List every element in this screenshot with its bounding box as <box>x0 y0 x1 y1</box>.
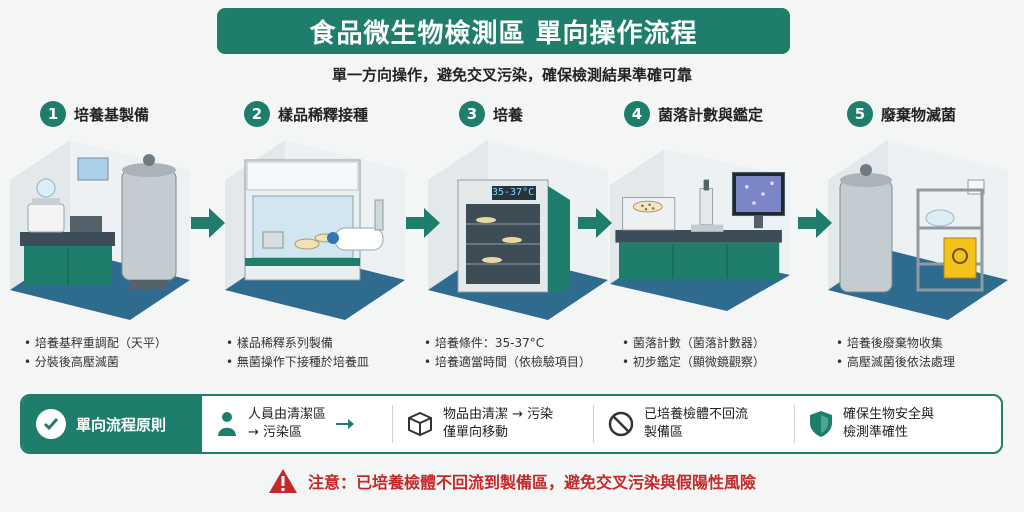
principle-item-materials: 物品由清潔 → 污染 僅單向移動 <box>393 404 593 444</box>
page-title: 食品微生物檢測區 單向操作流程 <box>309 18 698 49</box>
step-2-scene <box>225 140 405 320</box>
box-icon <box>408 411 432 437</box>
principle-label: 單向流程原則 <box>76 415 167 434</box>
bullet-item: 培養後廢棄物收集 <box>836 334 955 353</box>
step-1-scene <box>10 140 190 320</box>
warning-icon <box>268 469 297 493</box>
bullet-item: 菌落計數（菌落計數器） <box>622 334 765 353</box>
principle-item-line: 僅單向移動 <box>443 425 509 440</box>
subtitle: 單一方向操作，避免交叉污染，確保檢測結果準確可靠 <box>331 66 692 84</box>
step-1-number: 1 <box>40 101 66 127</box>
check-icon <box>36 409 66 439</box>
step-3-number: 3 <box>459 101 485 127</box>
step-4-bullets: 菌落計數（菌落計數器） 初步鑑定（顯微鏡觀察） <box>622 334 765 372</box>
principle-item-personnel: 人員由清潔區 → 污染區 <box>202 404 392 444</box>
principle-item-line: 已培養檢體不回流 <box>644 407 749 422</box>
principle-item-line: → 污染區 <box>248 425 303 440</box>
step-2-bullets: 樣品稀釋系列製備 無菌操作下接種於培養皿 <box>226 334 369 372</box>
step-4-header: 4 菌落計數與鑑定 <box>624 100 763 128</box>
step-4-title: 菌落計數與鑑定 <box>658 105 764 124</box>
divider <box>392 405 393 443</box>
principle-item-line: 確保生物安全與 <box>843 407 935 422</box>
warning-text: 注意：已培養檢體不回流到製備區，避免交叉污染與假陽性風險 <box>307 473 756 492</box>
principle-item-line: 檢測準確性 <box>843 425 909 440</box>
incubator-display: 35-37°C <box>492 187 535 198</box>
step-2-header: 2 樣品稀釋接種 <box>244 100 368 128</box>
bullet-item: 高壓滅菌後依法處理 <box>836 353 955 372</box>
divider <box>593 405 594 443</box>
step-1-title: 培養基製備 <box>74 105 150 124</box>
principle-item-line: 人員由清潔區 <box>248 407 327 422</box>
step-4-scene <box>610 149 790 311</box>
principle-label-box: 單向流程原則 <box>22 396 202 452</box>
person-icon <box>218 412 236 436</box>
principle-item-biosafety: 確保生物安全與 檢測準確性 <box>795 404 985 444</box>
principle-item-no-return: 已培養檢體不回流 製備區 <box>594 404 794 444</box>
step-3-title: 培養 <box>493 105 524 124</box>
bullet-item: 分裝後高壓滅菌 <box>24 353 167 372</box>
step-1-header: 1 培養基製備 <box>40 100 149 128</box>
step-5-header: 5 廢棄物滅菌 <box>847 100 956 128</box>
step-3-scene <box>428 140 608 320</box>
step-2-number: 2 <box>244 101 270 127</box>
principle-item-line: 製備區 <box>644 425 684 440</box>
bullet-item: 培養基秤重調配（天平） <box>24 334 167 353</box>
bullet-item: 培養適當時間（依檢驗項目） <box>424 353 591 372</box>
step-5-scene <box>828 140 1008 320</box>
warning-banner: 注意：已培養檢體不回流到製備區，避免交叉污染與假陽性風險 <box>0 468 1024 494</box>
principle-bar: 單向流程原則 人員由清潔區 → 污染區 物品由清潔 → 污染 僅單向移動 已培養… <box>20 394 1003 454</box>
divider <box>794 405 795 443</box>
bullet-item: 樣品稀釋系列製備 <box>226 334 369 353</box>
step-5-title: 廢棄物滅菌 <box>881 105 957 124</box>
step-5-bullets: 培養後廢棄物收集 高壓滅菌後依法處理 <box>836 334 955 372</box>
bullet-item: 培養條件：35-37°C <box>424 334 591 353</box>
arrow-right-icon <box>191 208 225 238</box>
step-1-bullets: 培養基秤重調配（天平） 分裝後高壓滅菌 <box>24 334 167 372</box>
arrow-right-icon <box>406 208 440 238</box>
arrow-right-icon <box>578 208 612 238</box>
step-3-header: 3 培養 <box>459 100 523 128</box>
arrow-right-icon <box>798 208 832 238</box>
step-5-number: 5 <box>847 101 873 127</box>
bullet-item: 無菌操作下接種於培養皿 <box>226 353 369 372</box>
arrow-right-icon <box>336 419 355 429</box>
bullet-item: 初步鑑定（顯微鏡觀察） <box>622 353 765 372</box>
principle-item-line: 物品由清潔 → 污染 <box>443 407 554 422</box>
step-3-bullets: 培養條件：35-37°C 培養適當時間（依檢驗項目） <box>424 334 591 372</box>
shield-icon <box>810 411 832 437</box>
prohibit-icon <box>608 411 634 437</box>
step-2-title: 樣品稀釋接種 <box>278 105 369 124</box>
title-banner: 食品微生物檢測區 單向操作流程 <box>217 8 790 54</box>
step-4-number: 4 <box>624 101 650 127</box>
